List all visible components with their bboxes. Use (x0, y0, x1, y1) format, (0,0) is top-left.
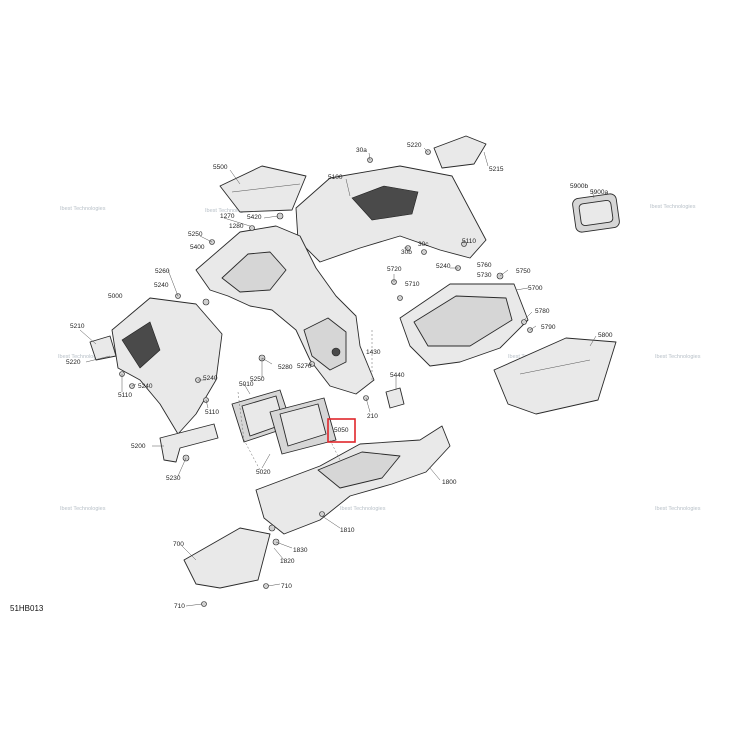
part-label: 5800 (598, 332, 613, 339)
watermark-text: Ibest Technologies (340, 506, 386, 512)
part-5200-grab-handle (159, 423, 219, 463)
part-label: 5210 (70, 323, 85, 330)
part-labels: 30a 5220 5215 5500 5100 5900b 5900a 1270… (66, 142, 613, 610)
part-label: 5760 (477, 262, 492, 269)
part-label: 5000 (108, 293, 123, 300)
part-label: 5440 (390, 372, 405, 379)
part-label: 1800 (442, 479, 457, 486)
part-label: 1810 (340, 527, 355, 534)
part-label: 5100 (328, 174, 343, 181)
part-label: 5500 (213, 164, 228, 171)
part-label: 5280 (278, 364, 293, 371)
part-label: 5010 (239, 381, 254, 388)
part-label: 5110 (205, 409, 219, 416)
part-5020-gauge-frame (269, 397, 337, 455)
part-label: 5750 (516, 268, 531, 275)
part-5215 (433, 135, 487, 169)
part-label: 5260 (155, 268, 170, 275)
part-label: 5215 (489, 166, 504, 173)
part-label: 5250 (188, 231, 203, 238)
part-label: 710 (281, 583, 292, 590)
part-label: 1430 (366, 349, 381, 356)
part-label: 30b (401, 249, 412, 256)
part-label: 1830 (293, 547, 308, 554)
part-label: 5110 (462, 238, 476, 245)
part-5900 (572, 193, 620, 233)
part-label: 5240 (203, 375, 218, 382)
watermark-text: Ibest Technologies (655, 354, 701, 360)
leader-lines (79, 147, 597, 607)
part-5210 (89, 335, 117, 361)
part-label: 5200 (131, 443, 146, 450)
part-label: 5720 (387, 266, 402, 273)
diagram-code: 51HB013 (10, 604, 44, 613)
part-label: 5420 (247, 214, 262, 221)
part-label: 30a (356, 147, 367, 154)
part-label: 210 (367, 413, 378, 420)
part-label: 5240 (154, 282, 169, 289)
part-label-highlighted: 5050 (334, 427, 349, 434)
part-700 (183, 527, 271, 589)
part-label: 5900b (570, 183, 588, 190)
part-label: 5220 (407, 142, 422, 149)
part-label: 1270 (220, 213, 235, 220)
part-label: 5710 (405, 281, 420, 288)
part-label: 700 (173, 541, 184, 548)
part-label: 5730 (477, 272, 492, 279)
watermark-text: Ibest Technologies (650, 204, 696, 210)
watermark-text: Ibest Technologies (60, 206, 106, 212)
part-label: 5110 (118, 392, 132, 399)
part-label: 5790 (541, 324, 556, 331)
part-label: 5240 (138, 383, 153, 390)
part-label: 5270 (297, 363, 312, 370)
part-label: 5020 (256, 469, 271, 476)
part-label: 5250 (250, 376, 265, 383)
part-label: 5700 (528, 285, 543, 292)
part-label: 5780 (535, 308, 550, 315)
part-label: 5230 (166, 475, 181, 482)
part-label: 30c (418, 241, 429, 248)
watermark-text: Ibest Technologies (205, 208, 251, 214)
watermark-text: Ibest Technologies (655, 506, 701, 512)
part-label: 5240 (436, 263, 451, 270)
part-5800 (493, 337, 617, 415)
part-5440 (385, 387, 405, 409)
watermark-text: Ibest Technologies (58, 354, 104, 360)
watermark-text: Ibest Technologies (60, 506, 106, 512)
part-label: 5220 (66, 359, 81, 366)
part-label: 5400 (190, 244, 205, 251)
part-5500 (219, 165, 307, 213)
part-label: 5900a (590, 189, 608, 196)
part-label: 1820 (280, 558, 295, 565)
part-5100-grille (351, 185, 419, 221)
part-label: 710 (174, 603, 185, 610)
part-label: 1280 (229, 223, 244, 230)
highlight-box (327, 418, 356, 443)
part-5000-grille (121, 321, 161, 369)
